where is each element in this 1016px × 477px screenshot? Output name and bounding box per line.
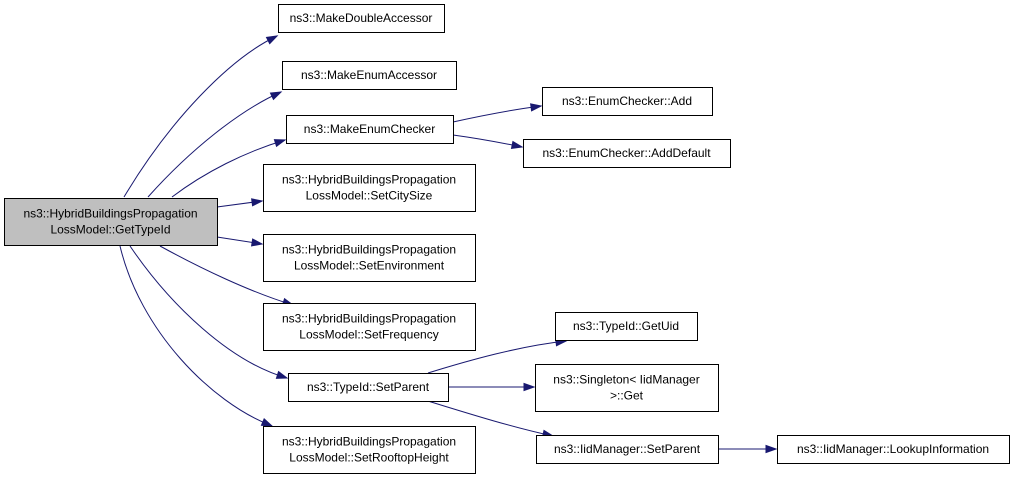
- node-box[interactable]: [542, 87, 713, 116]
- node-enum-checker-add-default[interactable]: ns3::EnumChecker::AddDefault: [523, 139, 731, 168]
- node-label-line: LossModel::SetRooftopHeight: [289, 451, 449, 465]
- edge-arrowhead: [510, 140, 524, 150]
- edge-iid-manager-set-parent-to-iid-manager-lookup: [718, 444, 778, 454]
- edge-root-to-set-city-size: [216, 198, 264, 208]
- node-set-frequency[interactable]: ns3::HybridBuildingsPropagationLossModel…: [263, 303, 476, 351]
- edges-layer: [119, 35, 778, 454]
- edge-arrowhead: [530, 103, 543, 112]
- node-make-double-accessor[interactable]: ns3::MakeDoubleAccessor: [278, 4, 445, 33]
- node-typeid-get-uid[interactable]: ns3::TypeId::GetUid: [555, 312, 698, 341]
- node-label-line: ns3::EnumChecker::AddDefault: [542, 146, 711, 160]
- edge-make-enum-checker-to-enum-checker-add: [452, 103, 543, 123]
- node-label-line: ns3::IidManager::SetParent: [554, 442, 701, 456]
- node-box[interactable]: [286, 115, 454, 144]
- nodes-layer: ns3::HybridBuildingsPropagationLossModel…: [4, 4, 1010, 474]
- node-label-line: ns3::HybridBuildingsPropagation: [282, 435, 456, 449]
- node-label-line: LossModel::SetCitySize: [306, 189, 433, 203]
- node-box[interactable]: [555, 312, 698, 341]
- node-label-line: LossModel::GetTypeId: [50, 223, 170, 237]
- edge-make-enum-checker-to-enum-checker-add-default: [452, 134, 524, 150]
- edge-line: [129, 245, 288, 379]
- node-label-line: ns3::HybridBuildingsPropagation: [282, 173, 456, 187]
- node-box[interactable]: [288, 373, 449, 402]
- node-box[interactable]: [263, 426, 476, 474]
- edge-line: [452, 105, 542, 123]
- node-iid-manager-lookup[interactable]: ns3::IidManager::LookupInformation: [777, 435, 1010, 464]
- node-label-line: ns3::IidManager::LookupInformation: [797, 442, 989, 456]
- node-box[interactable]: [536, 435, 719, 464]
- edge-arrowhead: [250, 238, 264, 247]
- node-label-line: ns3::Singleton< IidManager: [553, 373, 699, 387]
- node-label-line: ns3::MakeEnumAccessor: [301, 68, 437, 82]
- node-box[interactable]: [4, 198, 218, 246]
- edge-arrowhead: [265, 35, 279, 45]
- edge-arrowhead: [251, 198, 264, 207]
- edge-arrowhead: [275, 370, 289, 379]
- node-label-line: >::Get: [610, 389, 644, 403]
- node-box[interactable]: [278, 4, 445, 33]
- node-box[interactable]: [535, 364, 719, 412]
- edge-line: [147, 91, 282, 198]
- edge-typeid-set-parent-to-singleton-get: [448, 382, 536, 392]
- edge-arrowhead: [260, 418, 274, 427]
- node-label-line: ns3::HybridBuildingsPropagation: [282, 243, 456, 257]
- edge-root-to-make-enum-accessor: [147, 91, 283, 198]
- node-singleton-get[interactable]: ns3::Singleton< IidManager>::Get: [535, 364, 719, 412]
- edge-arrowhead: [273, 139, 287, 148]
- edge-line: [427, 340, 567, 374]
- node-set-rooftop-height[interactable]: ns3::HybridBuildingsPropagationLossModel…: [263, 426, 476, 474]
- node-root[interactable]: ns3::HybridBuildingsPropagationLossModel…: [4, 198, 218, 246]
- node-box[interactable]: [777, 435, 1010, 464]
- edge-arrowhead: [523, 382, 536, 392]
- edge-line: [123, 35, 278, 198]
- edge-arrowhead: [765, 444, 778, 454]
- node-box[interactable]: [263, 234, 476, 282]
- node-label-line: ns3::TypeId::GetUid: [573, 319, 679, 333]
- node-label-line: ns3::MakeDoubleAccessor: [290, 11, 433, 25]
- node-label-line: ns3::HybridBuildingsPropagation: [282, 312, 456, 326]
- node-box[interactable]: [263, 303, 476, 351]
- edge-line: [452, 134, 523, 148]
- node-typeid-set-parent[interactable]: ns3::TypeId::SetParent: [288, 373, 449, 402]
- node-make-enum-accessor[interactable]: ns3::MakeEnumAccessor: [282, 61, 457, 90]
- edge-root-to-make-double-accessor: [123, 35, 279, 198]
- edge-line: [171, 139, 286, 198]
- node-set-city-size[interactable]: ns3::HybridBuildingsPropagationLossModel…: [263, 164, 476, 212]
- node-iid-manager-set-parent[interactable]: ns3::IidManager::SetParent: [536, 435, 719, 464]
- edge-arrowhead: [269, 91, 283, 101]
- node-box[interactable]: [263, 164, 476, 212]
- node-label-line: ns3::TypeId::SetParent: [307, 380, 430, 394]
- node-enum-checker-add[interactable]: ns3::EnumChecker::Add: [542, 87, 713, 116]
- node-box[interactable]: [282, 61, 457, 90]
- node-label-line: ns3::HybridBuildingsPropagation: [23, 207, 197, 221]
- edge-line: [159, 245, 294, 306]
- edge-root-to-typeid-set-parent: [129, 245, 289, 379]
- node-label-line: LossModel::SetFrequency: [299, 328, 438, 342]
- node-label-line: ns3::MakeEnumChecker: [304, 122, 435, 136]
- edge-root-to-make-enum-checker: [171, 139, 287, 198]
- node-set-environment[interactable]: ns3::HybridBuildingsPropagationLossModel…: [263, 234, 476, 282]
- node-label-line: ns3::EnumChecker::Add: [562, 94, 692, 108]
- edge-root-to-set-environment: [216, 236, 264, 247]
- edge-line: [427, 400, 554, 437]
- edge-line: [119, 245, 273, 427]
- edge-root-to-set-rooftop-height: [119, 245, 274, 427]
- node-make-enum-checker[interactable]: ns3::MakeEnumChecker: [286, 115, 454, 144]
- node-box[interactable]: [523, 139, 731, 168]
- node-label-line: LossModel::SetEnvironment: [294, 259, 445, 273]
